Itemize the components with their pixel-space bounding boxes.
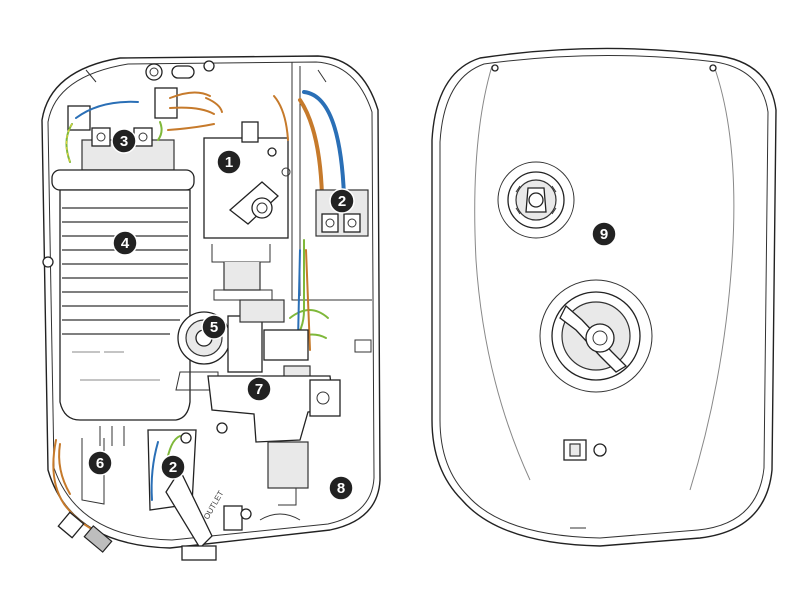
open-unit: OUTLET <box>41 55 381 561</box>
callout-6-label: 6 <box>96 455 104 472</box>
callout-5: 5 <box>201 314 227 340</box>
callout-4: 4 <box>112 230 138 256</box>
bottom-screws <box>223 505 301 531</box>
callout-8-label: 8 <box>337 480 345 497</box>
callout-2-lower-label: 2 <box>169 459 177 476</box>
callout-2-upper-label: 2 <box>338 193 346 210</box>
callout-2-upper: 2 <box>329 188 355 214</box>
front-cover <box>431 47 777 547</box>
switch-assembly-1 <box>203 121 291 301</box>
callout-7-label: 7 <box>255 381 263 398</box>
callout-2-lower: 2 <box>160 454 186 480</box>
heater-can-4 <box>42 169 195 421</box>
callout-6: 6 <box>87 450 113 476</box>
power-knob <box>539 279 653 393</box>
callout-3-label: 3 <box>120 133 128 150</box>
outlet-label: OUTLET <box>202 489 226 521</box>
terminal-block-3 <box>65 87 223 171</box>
cover-outline <box>431 47 777 547</box>
callout-5-label: 5 <box>210 319 218 336</box>
callout-3: 3 <box>111 128 137 154</box>
terminal-block-2-lower: OUTLET <box>147 429 226 561</box>
solenoid-7 <box>207 375 341 506</box>
callout-9-label: 9 <box>600 226 608 243</box>
indicator-light <box>563 439 607 461</box>
lower-cable-entry <box>52 426 125 553</box>
backplate-outline <box>41 55 381 549</box>
callout-8: 8 <box>328 475 354 501</box>
callout-9: 9 <box>591 221 617 247</box>
callout-1: 1 <box>216 149 242 175</box>
callout-1-label: 1 <box>225 154 233 171</box>
temperature-knob <box>497 161 575 239</box>
callout-4-label: 4 <box>121 235 130 252</box>
callout-7: 7 <box>246 376 272 402</box>
